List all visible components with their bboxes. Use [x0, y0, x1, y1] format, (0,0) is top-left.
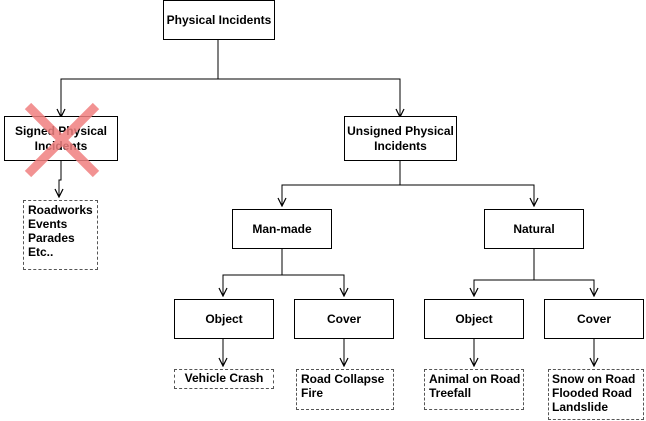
signed-examples-note: Roadworks Events Parades Etc.. — [23, 200, 98, 270]
manmade-object-node: Object — [174, 299, 274, 339]
manmade-cover-node: Cover — [294, 299, 394, 339]
natural-object-examples-note: Animal on Road Treefall — [424, 369, 524, 410]
edge-natural-cover — [534, 279, 594, 295]
natural-label: Natural — [513, 221, 555, 236]
unsigned-node: Unsigned Physical Incidents — [344, 116, 457, 161]
edge-manmade-object — [223, 249, 283, 295]
root-node: Physical Incidents — [163, 0, 275, 40]
signed-example: Events — [28, 217, 68, 231]
natural-object-example: Animal on Road — [429, 372, 521, 386]
natural-cover-label: Cover — [576, 311, 611, 326]
manmade-object-examples-note: Vehicle Crash — [174, 369, 274, 389]
natural-object-label: Object — [455, 311, 493, 326]
edge-unsigned-natural — [400, 184, 534, 205]
root-label: Physical Incidents — [166, 12, 272, 27]
manmade-cover-example: Fire — [301, 386, 324, 400]
manmade-cover-examples-note: Road Collapse Fire — [296, 369, 394, 410]
natural-object-example: Treefall — [429, 386, 472, 400]
edge-root-unsigned — [218, 78, 400, 116]
edge-unsigned-manmade — [282, 161, 401, 205]
edge-root-signed — [61, 40, 219, 116]
signed-example: Parades — [28, 231, 75, 245]
signed-example: Roadworks — [28, 203, 93, 217]
natural-object-node: Object — [424, 299, 524, 339]
natural-cover-example: Snow on Road — [552, 372, 636, 386]
manmade-object-label: Object — [205, 311, 243, 326]
natural-cover-node: Cover — [544, 299, 644, 339]
edge-signed-examples — [59, 161, 61, 196]
manmade-cover-label: Cover — [326, 311, 361, 326]
natural-node: Natural — [484, 209, 584, 249]
natural-cover-example: Landslide — [552, 400, 609, 414]
edge-manmade-cover — [282, 274, 344, 295]
manmade-node: Man-made — [232, 209, 332, 249]
unsigned-label: Unsigned Physical Incidents — [347, 123, 454, 153]
manmade-object-example: Vehicle Crash — [184, 371, 264, 385]
manmade-label: Man-made — [252, 221, 312, 236]
signed-example: Etc.. — [28, 245, 54, 259]
natural-cover-examples-note: Snow on Road Flooded Road Landslide — [548, 369, 644, 420]
signed-label: Signed Physical Incidents — [14, 123, 108, 153]
natural-cover-example: Flooded Road — [552, 386, 632, 400]
edge-natural-object — [474, 249, 535, 295]
signed-node: Signed Physical Incidents — [4, 116, 118, 161]
manmade-cover-example: Road Collapse — [301, 372, 385, 386]
